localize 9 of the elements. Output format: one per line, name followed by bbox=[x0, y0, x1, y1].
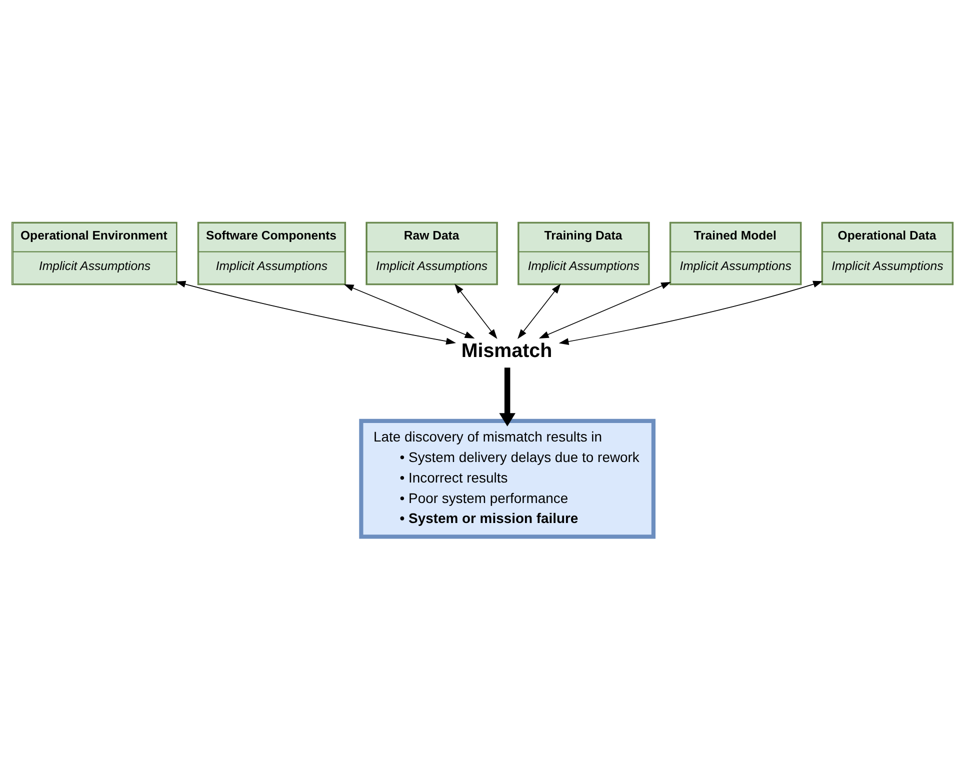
arrow bbox=[538, 281, 671, 338]
arrow bbox=[499, 367, 516, 426]
arrow bbox=[454, 283, 498, 338]
node-box: Late discovery of mismatch results in • System delivery delays due to rework • Incorrect results • Poor system performance • System or mission failure bbox=[359, 418, 656, 538]
node-text: Mismatch bbox=[461, 340, 552, 362]
arrow bbox=[518, 283, 561, 338]
arrow bbox=[344, 284, 475, 338]
arrow bbox=[176, 280, 456, 344]
arrow bbox=[558, 280, 823, 344]
